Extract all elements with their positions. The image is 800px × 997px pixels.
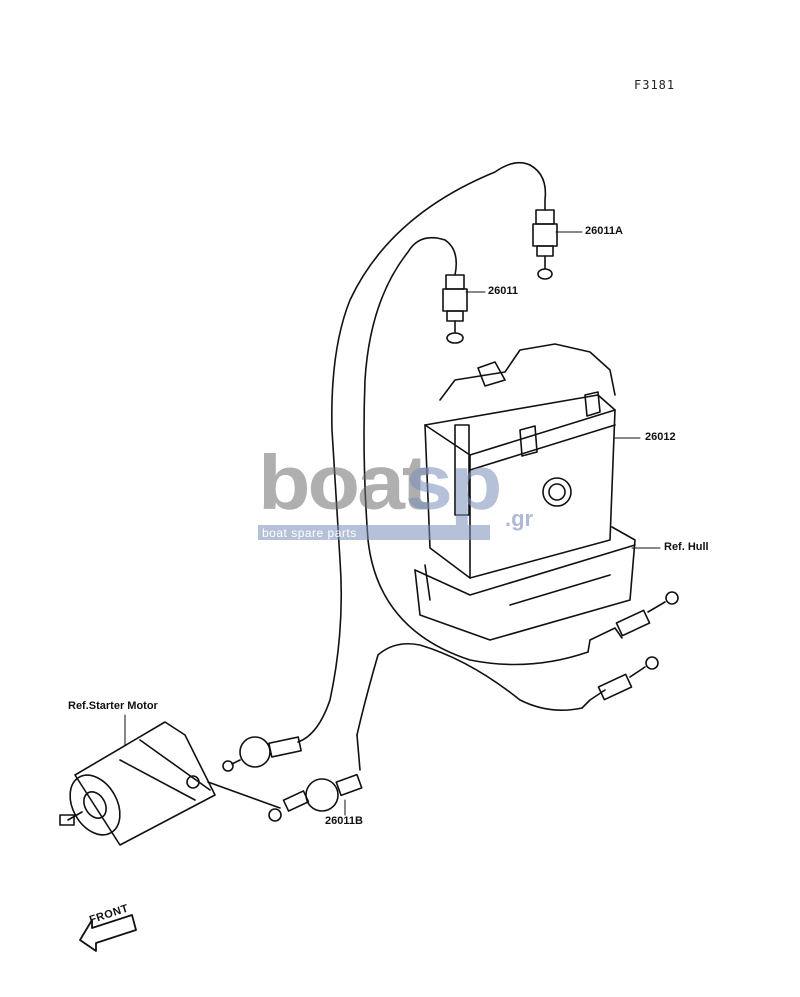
battery-26012 xyxy=(424,343,616,579)
label-26011b: 26011B xyxy=(325,815,363,827)
cable-26011b xyxy=(356,642,583,736)
hull-tray xyxy=(414,526,636,641)
connector-26011a xyxy=(532,209,558,280)
cable-end-upper xyxy=(587,591,679,653)
label-ref-hull: Ref. Hull xyxy=(664,541,709,553)
watermark-domain: .gr xyxy=(505,506,534,531)
cable-26011a xyxy=(297,161,531,743)
watermark-brand-right: sp xyxy=(405,439,502,526)
connector-26011 xyxy=(442,274,468,344)
watermark-tagline-bar xyxy=(258,525,490,540)
front-arrow-icon xyxy=(79,914,137,952)
cable-26011a-upper xyxy=(529,164,547,211)
cable-26011 xyxy=(363,236,589,666)
cable-end-lower xyxy=(581,656,659,709)
label-26011: 26011 xyxy=(488,285,518,297)
watermark-brand-left: boat xyxy=(258,439,431,526)
figure-code: F3181 xyxy=(634,78,676,92)
label-26012: 26012 xyxy=(645,431,676,443)
label-26011a: 26011A xyxy=(585,225,623,237)
cable-26011-upper xyxy=(444,239,458,276)
watermark-tagline: boat spare parts xyxy=(262,526,357,540)
starter-terminal-26011b xyxy=(207,734,363,822)
starter-motor xyxy=(59,721,216,846)
label-ref-starter-motor: Ref.Starter Motor xyxy=(68,700,158,712)
starter-terminal-upper xyxy=(222,736,302,772)
